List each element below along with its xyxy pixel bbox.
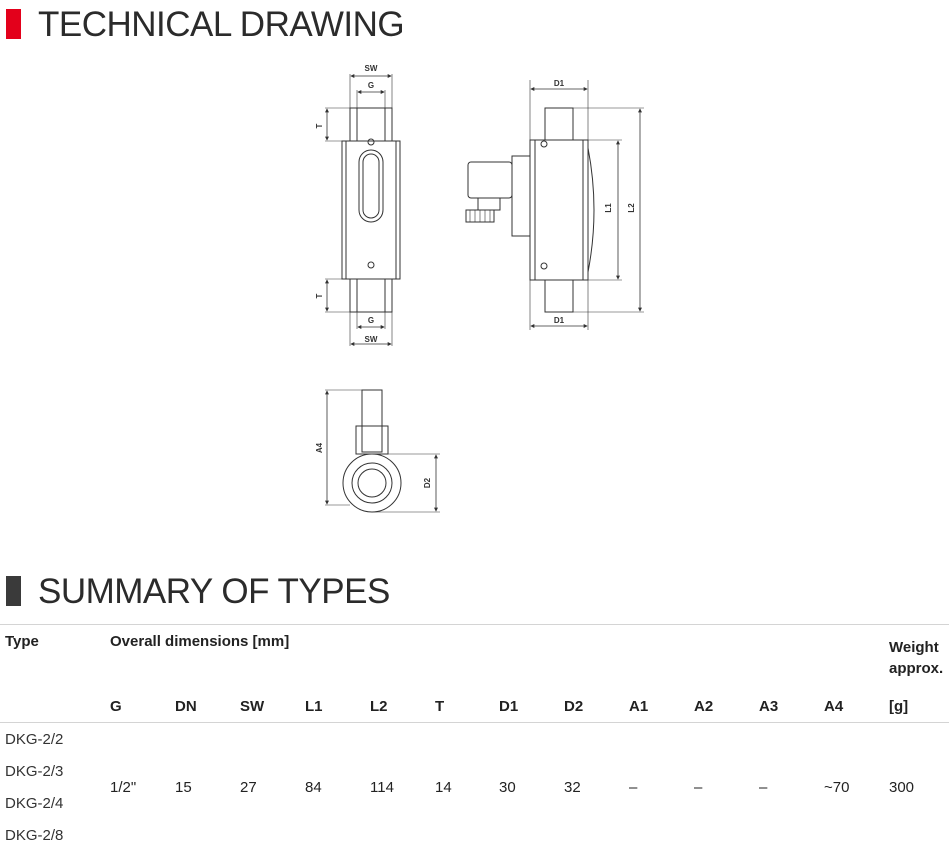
label-g-top: G <box>368 81 374 90</box>
type-column-header: Type <box>5 633 39 650</box>
type-row: DKG-2/8 <box>5 827 64 844</box>
label-d2: D2 <box>423 477 432 488</box>
type-row: DKG-2/2 <box>5 731 64 748</box>
summary-of-types-title: SUMMARY OF TYPES <box>38 572 390 611</box>
value-l1: 84 <box>305 779 322 796</box>
value-l2: 114 <box>370 779 394 796</box>
weight-header-line1: Weight <box>889 639 939 656</box>
label-g-bottom: G <box>368 316 374 325</box>
value-a3: – <box>759 779 768 796</box>
value-dn: 15 <box>175 779 192 796</box>
section-marker-red <box>6 9 21 39</box>
col-header-g: G <box>110 698 122 715</box>
type-row: DKG-2/4 <box>5 795 64 812</box>
table-top-rule <box>0 624 949 625</box>
label-t-bottom: T <box>315 293 324 298</box>
label-l2: L2 <box>627 203 636 213</box>
table-header-rule <box>0 722 949 723</box>
section-marker-dark <box>6 576 21 606</box>
label-sw-bottom: SW <box>365 335 378 344</box>
value-weight: 300 <box>889 779 915 796</box>
type-row: DKG-2/3 <box>5 763 64 780</box>
label-t-top: T <box>315 123 324 128</box>
col-header-dn: DN <box>175 698 197 715</box>
col-header-a2: A2 <box>694 698 714 715</box>
col-header-weight-unit: [g] <box>889 698 909 715</box>
col-header-d1: D1 <box>499 698 519 715</box>
col-header-l2: L2 <box>370 698 388 715</box>
col-header-a4: A4 <box>824 698 844 715</box>
front-view <box>325 74 401 346</box>
label-l1: L1 <box>604 203 613 213</box>
value-a4: ~70 <box>824 779 850 796</box>
technical-drawing: SW G T T G SW D1 D1 L1 L2 A4 D2 <box>315 64 644 513</box>
col-header-sw: SW <box>240 698 265 715</box>
value-sw: 27 <box>240 779 257 796</box>
label-a4: A4 <box>315 442 324 453</box>
value-t: 14 <box>435 779 452 796</box>
label-d1-bottom: D1 <box>554 316 565 325</box>
value-a2: – <box>694 779 703 796</box>
technical-drawing-title: TECHNICAL DRAWING <box>38 5 405 44</box>
value-a1: – <box>629 779 638 796</box>
col-header-l1: L1 <box>305 698 323 715</box>
col-header-d2: D2 <box>564 698 584 715</box>
value-g: 1/2" <box>110 779 137 796</box>
label-sw-top: SW <box>365 64 378 73</box>
col-header-a3: A3 <box>759 698 779 715</box>
label-d1-top: D1 <box>554 79 565 88</box>
col-header-a1: A1 <box>629 698 649 715</box>
col-header-t: T <box>435 698 445 715</box>
weight-header-line2: approx. <box>889 660 944 677</box>
top-view <box>325 389 440 513</box>
value-d1: 30 <box>499 779 516 796</box>
dimensions-group-header: Overall dimensions [mm] <box>110 633 290 650</box>
side-view <box>465 80 644 330</box>
value-d2: 32 <box>564 779 581 796</box>
